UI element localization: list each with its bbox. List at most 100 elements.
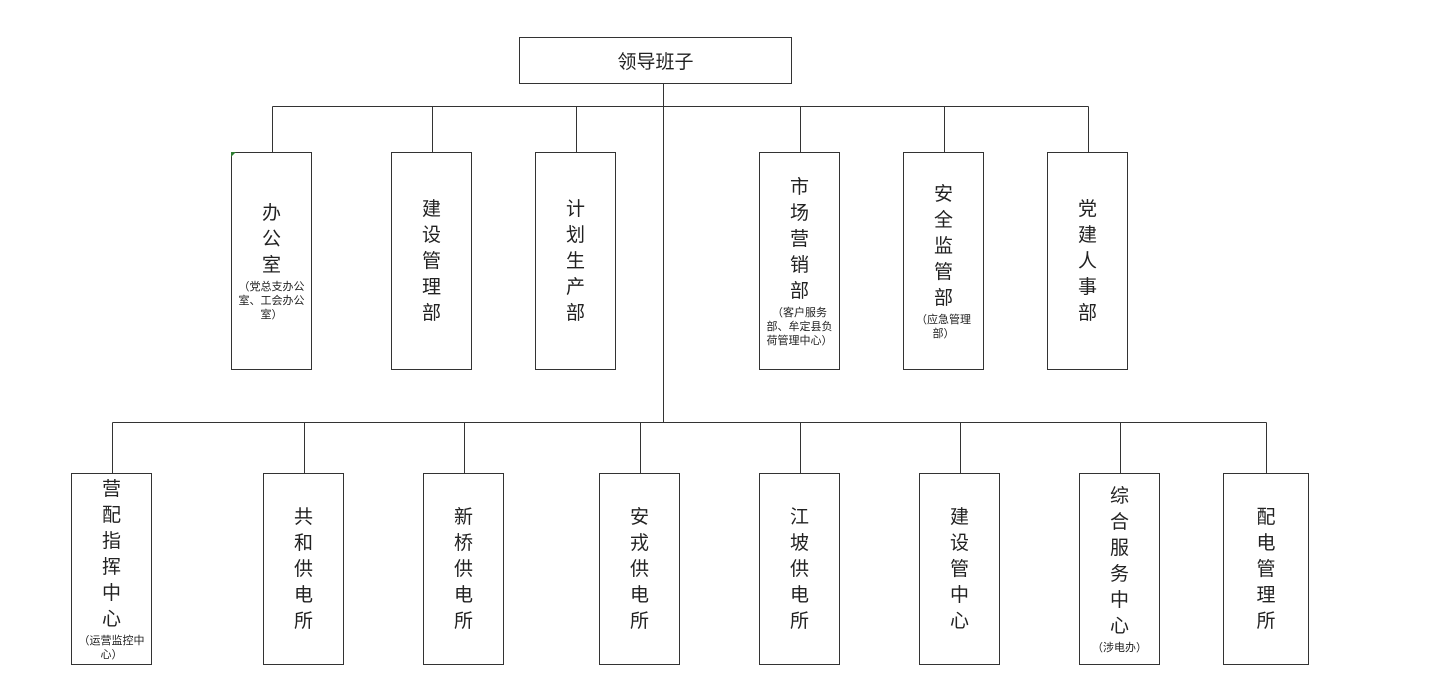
title-char: 心 [1109,615,1129,637]
title-char: 供 [453,558,473,580]
units-note: （涉电办） [1092,641,1147,654]
title-char: 电 [1256,532,1276,554]
departments-node-safety: 安全监管部 （应急管理部） [903,152,984,370]
cell-corner-marker [231,152,236,157]
title-char: 新 [453,506,473,528]
departments-title: 安全监管部 [934,181,953,311]
title-char: 配 [101,504,121,526]
title-char: 心 [101,608,121,630]
title-char: 室 [261,254,281,276]
title-char: 所 [789,610,809,632]
title-char: 心 [949,610,969,632]
units-node-dispatch: 营配指挥中心 （运营监控中心） [71,473,152,665]
title-char: 和 [293,532,313,554]
departments-node-construction: 建设管理部 [391,152,472,370]
title-char: 所 [1256,610,1276,632]
title-char: 管 [949,558,969,580]
title-char: 管 [421,250,441,272]
units-title: 江坡供电所 [790,504,809,634]
title-char: 理 [1256,584,1276,606]
title-char: 所 [293,610,313,632]
title-char: 理 [421,276,441,298]
title-char: 部 [565,302,585,324]
units-title: 综合服务中心 [1110,483,1129,639]
units-title: 新桥供电所 [454,504,473,634]
units-node-gonghe: 共和供电所 [263,473,344,665]
title-char: 党 [1077,198,1097,220]
units-title: 配电管理所 [1256,504,1275,634]
departments-node-marketing: 市场营销部 （客户服务部、牟定县负荷管理中心） [759,152,840,370]
units-title: 安戎供电所 [630,504,649,634]
title-char: 事 [1077,276,1097,298]
root-label: 领导班子 [617,51,694,73]
units-title: 营配指挥中心 [102,476,121,632]
title-char: 部 [1077,302,1097,324]
departments-note: （应急管理部） [916,313,971,340]
title-char: 生 [565,250,585,272]
title-char: 中 [1109,589,1129,611]
title-char: 服 [1109,537,1129,559]
title-char: 全 [933,209,953,231]
title-char: 安 [629,506,649,528]
title-char: 电 [293,584,313,606]
title-char: 监 [933,235,953,257]
departments-note: （党总支办公室、工会办公室） [238,280,305,321]
title-char: 配 [1256,506,1276,528]
units-title: 共和供电所 [294,504,313,634]
title-char: 部 [421,302,441,324]
departments-node-office: 办公室 （党总支办公室、工会办公室） [231,152,312,370]
units-node-anrong: 安戎供电所 [599,473,680,665]
units-note: （运营监控中心） [78,634,145,661]
title-char: 管 [1256,558,1276,580]
title-char: 电 [629,584,649,606]
title-char: 供 [293,558,313,580]
title-char: 务 [1109,563,1129,585]
title-char: 计 [565,198,585,220]
title-char: 指 [101,530,121,552]
title-char: 设 [949,532,969,554]
title-char: 建 [1077,224,1097,246]
title-char: 电 [789,584,809,606]
title-char: 建 [949,506,969,528]
departments-title: 建设管理部 [422,196,441,326]
title-char: 坡 [789,532,809,554]
title-char: 戎 [629,532,649,554]
title-char: 安 [933,183,953,205]
title-char: 建 [421,198,441,220]
title-char: 市 [789,176,809,198]
title-char: 产 [565,276,585,298]
departments-title: 党建人事部 [1078,196,1097,326]
title-char: 公 [261,228,281,250]
departments-node-party: 党建人事部 [1047,152,1128,370]
units-node-jiangpo: 江坡供电所 [759,473,840,665]
title-char: 桥 [453,532,473,554]
title-char: 中 [949,584,969,606]
title-char: 供 [629,558,649,580]
departments-node-planning: 计划生产部 [535,152,616,370]
title-char: 挥 [101,556,121,578]
title-char: 合 [1109,511,1129,533]
title-char: 场 [789,202,809,224]
departments-title: 办公室 [262,200,281,278]
title-char: 供 [789,558,809,580]
title-char: 营 [101,478,121,500]
title-char: 划 [565,224,585,246]
title-char: 管 [933,261,953,283]
units-node-distribution: 配电管理所 [1223,473,1309,665]
title-char: 所 [629,610,649,632]
title-char: 综 [1109,485,1129,507]
title-char: 电 [453,584,473,606]
departments-note: （客户服务部、牟定县负荷管理中心） [766,306,833,347]
title-char: 部 [933,287,953,309]
title-char: 江 [789,506,809,528]
root-node-leadership: 领导班子 [519,37,792,84]
units-node-construction-center: 建设管中心 [919,473,1000,665]
title-char: 设 [421,224,441,246]
title-char: 中 [101,582,121,604]
units-title: 建设管中心 [950,504,969,634]
departments-title: 市场营销部 [790,174,809,304]
title-char: 人 [1077,250,1097,272]
units-node-xinqiao: 新桥供电所 [423,473,504,665]
units-node-service: 综合服务中心 （涉电办） [1079,473,1160,665]
